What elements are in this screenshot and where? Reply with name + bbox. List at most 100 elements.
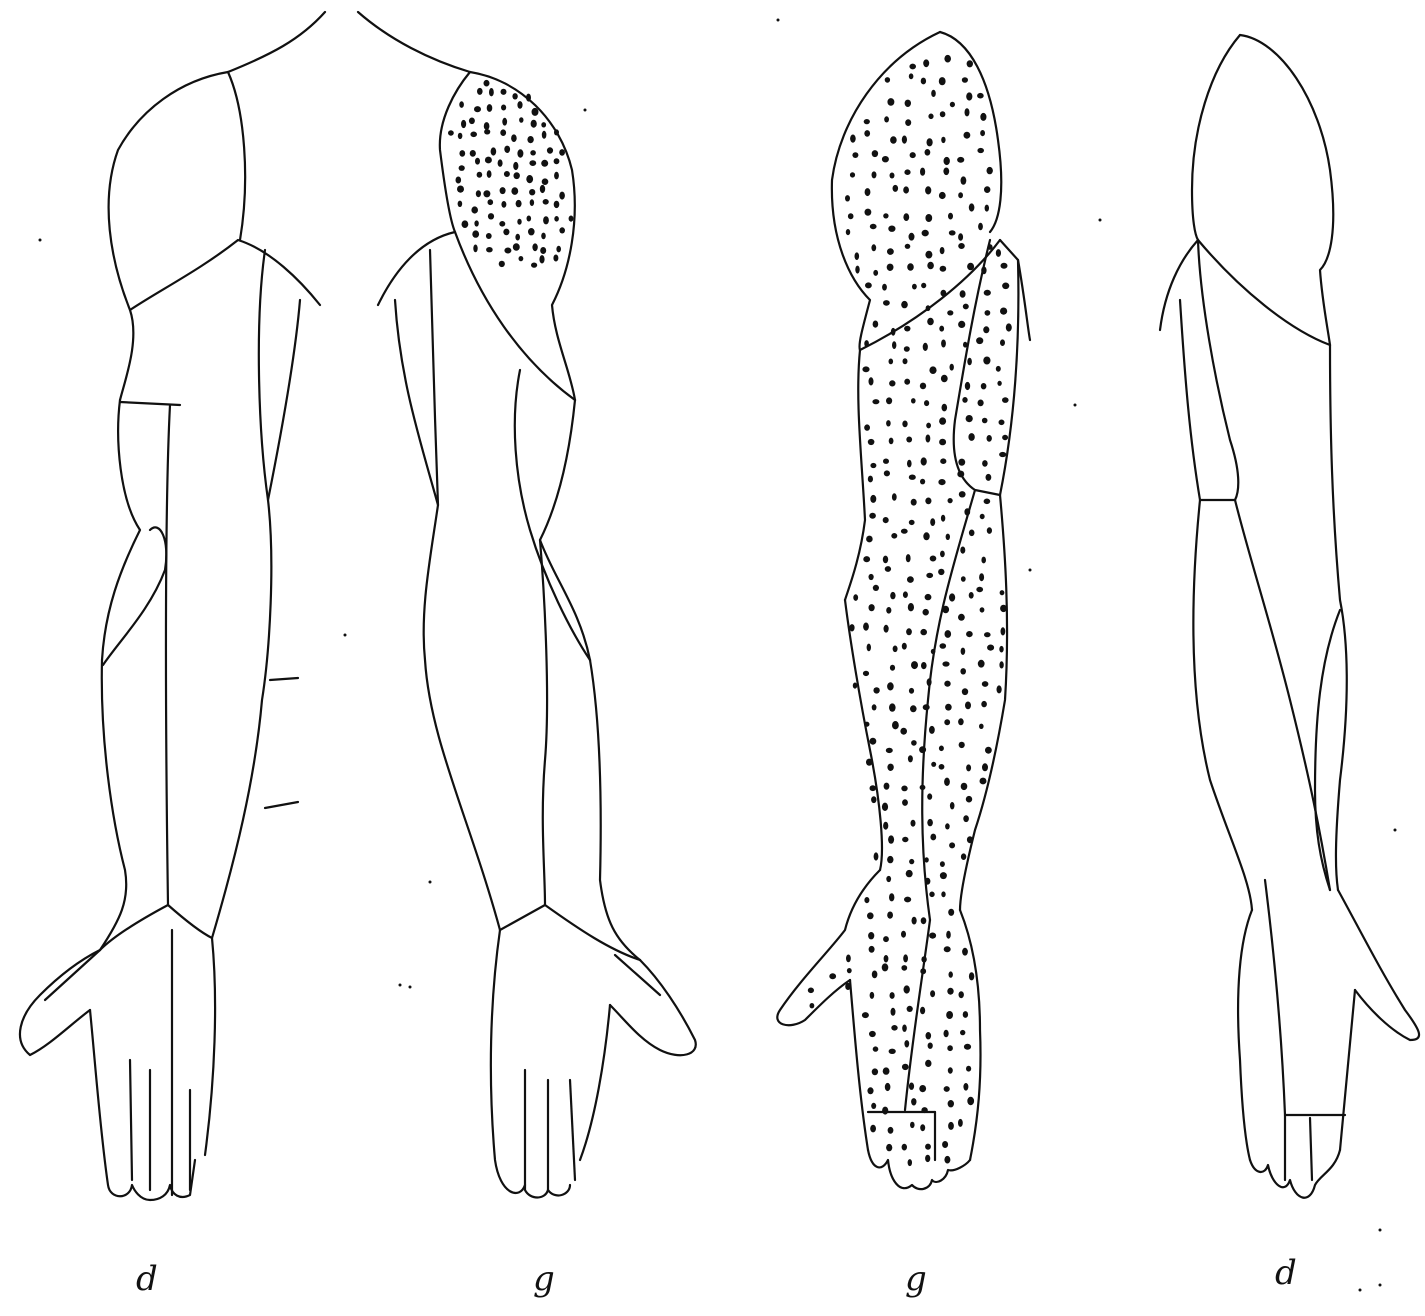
arm-dot xyxy=(887,248,894,255)
arm-dot xyxy=(921,283,926,288)
arm-dot xyxy=(889,359,894,365)
arm-dot xyxy=(948,1122,954,1130)
arm-dot xyxy=(930,518,935,526)
arm-dot xyxy=(925,1155,930,1162)
arm-dot xyxy=(855,252,860,260)
arm-dot xyxy=(984,632,991,637)
shoulder-dot xyxy=(559,149,565,156)
shoulder-dot xyxy=(540,247,546,254)
arm-dot xyxy=(850,172,855,177)
arm-dot xyxy=(987,435,992,442)
arm-dot xyxy=(942,661,949,666)
arm-dot xyxy=(903,954,908,962)
arm-dot xyxy=(892,493,897,501)
arm-dot xyxy=(961,853,966,860)
arm-dot xyxy=(927,678,932,686)
arm-dot xyxy=(893,185,899,192)
arm-dot xyxy=(847,968,852,973)
arm-dot xyxy=(865,282,872,288)
arm-dot xyxy=(939,439,946,446)
arm-dot xyxy=(884,470,890,476)
arm-dot xyxy=(864,340,869,347)
arm-dot xyxy=(978,660,985,668)
arm-dot xyxy=(902,1064,909,1070)
arm-dot xyxy=(909,73,914,79)
arm-dot xyxy=(886,420,891,426)
arm-dot xyxy=(853,594,858,601)
shoulder-dot xyxy=(541,122,546,127)
shoulder-dot xyxy=(554,216,559,222)
shoulder-dot xyxy=(485,157,492,164)
arm-dot xyxy=(882,156,889,162)
shoulder-dot xyxy=(469,118,475,125)
shoulder-dot xyxy=(457,186,464,193)
arm-dot xyxy=(929,892,934,898)
arm-dot xyxy=(912,284,917,290)
arm-dot xyxy=(923,704,930,710)
arm-dot xyxy=(940,643,947,649)
shoulder-dot xyxy=(472,230,479,237)
arm-dot xyxy=(921,78,926,85)
arm-dot xyxy=(902,643,907,650)
arm-dot xyxy=(927,262,934,270)
arm-dot xyxy=(967,358,972,366)
arm-dot xyxy=(872,971,878,979)
arm-dot xyxy=(927,318,934,326)
arm-dot xyxy=(864,897,869,903)
arm-dot xyxy=(923,59,929,67)
arm-dot xyxy=(978,223,983,231)
arm-dot xyxy=(905,244,911,249)
arm-dot xyxy=(985,310,991,316)
arm-dot xyxy=(810,1003,815,1008)
arm-dot xyxy=(964,508,970,515)
arm-dot xyxy=(959,742,965,748)
arm-dot xyxy=(862,366,869,372)
arm-dot xyxy=(886,1144,892,1151)
shoulder-dot xyxy=(529,189,535,195)
arm-dot xyxy=(986,474,992,481)
shoulder-dot xyxy=(504,248,511,254)
arm-dot xyxy=(808,988,814,994)
arm-dot xyxy=(901,301,908,308)
arm-dot xyxy=(882,803,888,811)
arm-dot xyxy=(911,740,917,746)
arm-dot xyxy=(984,186,990,193)
arm-dot xyxy=(944,55,951,63)
arm-dot xyxy=(909,859,914,864)
arm-dot xyxy=(855,266,859,274)
arm-dot xyxy=(904,169,910,175)
arm-dot xyxy=(901,786,907,792)
arm-dot xyxy=(873,1046,879,1051)
arm-dot xyxy=(939,192,946,199)
shoulder-dot xyxy=(486,233,492,239)
arm-dot xyxy=(948,909,954,916)
arm-dot xyxy=(966,796,972,803)
arm-dot xyxy=(966,415,973,422)
arm-dot xyxy=(929,366,936,374)
arm-dot xyxy=(889,438,894,445)
shoulder-dot xyxy=(488,199,494,205)
shoulder-dot xyxy=(531,263,537,268)
shoulder-dot xyxy=(539,255,544,263)
arm-dot xyxy=(873,270,878,276)
shoulder-dot xyxy=(470,132,477,138)
shoulder-dot xyxy=(519,256,524,261)
arm-dot xyxy=(905,100,911,107)
arm-dot xyxy=(981,383,987,389)
shoulder-dot xyxy=(504,171,510,177)
arm-dot xyxy=(960,290,966,298)
arm-dot xyxy=(901,965,907,971)
arm-dot xyxy=(900,728,907,735)
arm-dot xyxy=(982,418,988,424)
arm-dot xyxy=(965,702,971,710)
arm-dot xyxy=(925,878,931,885)
arm-dot xyxy=(886,876,891,882)
arm-dot xyxy=(872,704,877,710)
arm-dot xyxy=(961,176,967,184)
arm-dot xyxy=(926,1032,932,1039)
arm-dot xyxy=(985,747,992,754)
arm-dot xyxy=(908,1159,912,1166)
arm-dot xyxy=(887,682,894,690)
arm-dot xyxy=(909,475,916,480)
arm-dot xyxy=(979,724,984,729)
